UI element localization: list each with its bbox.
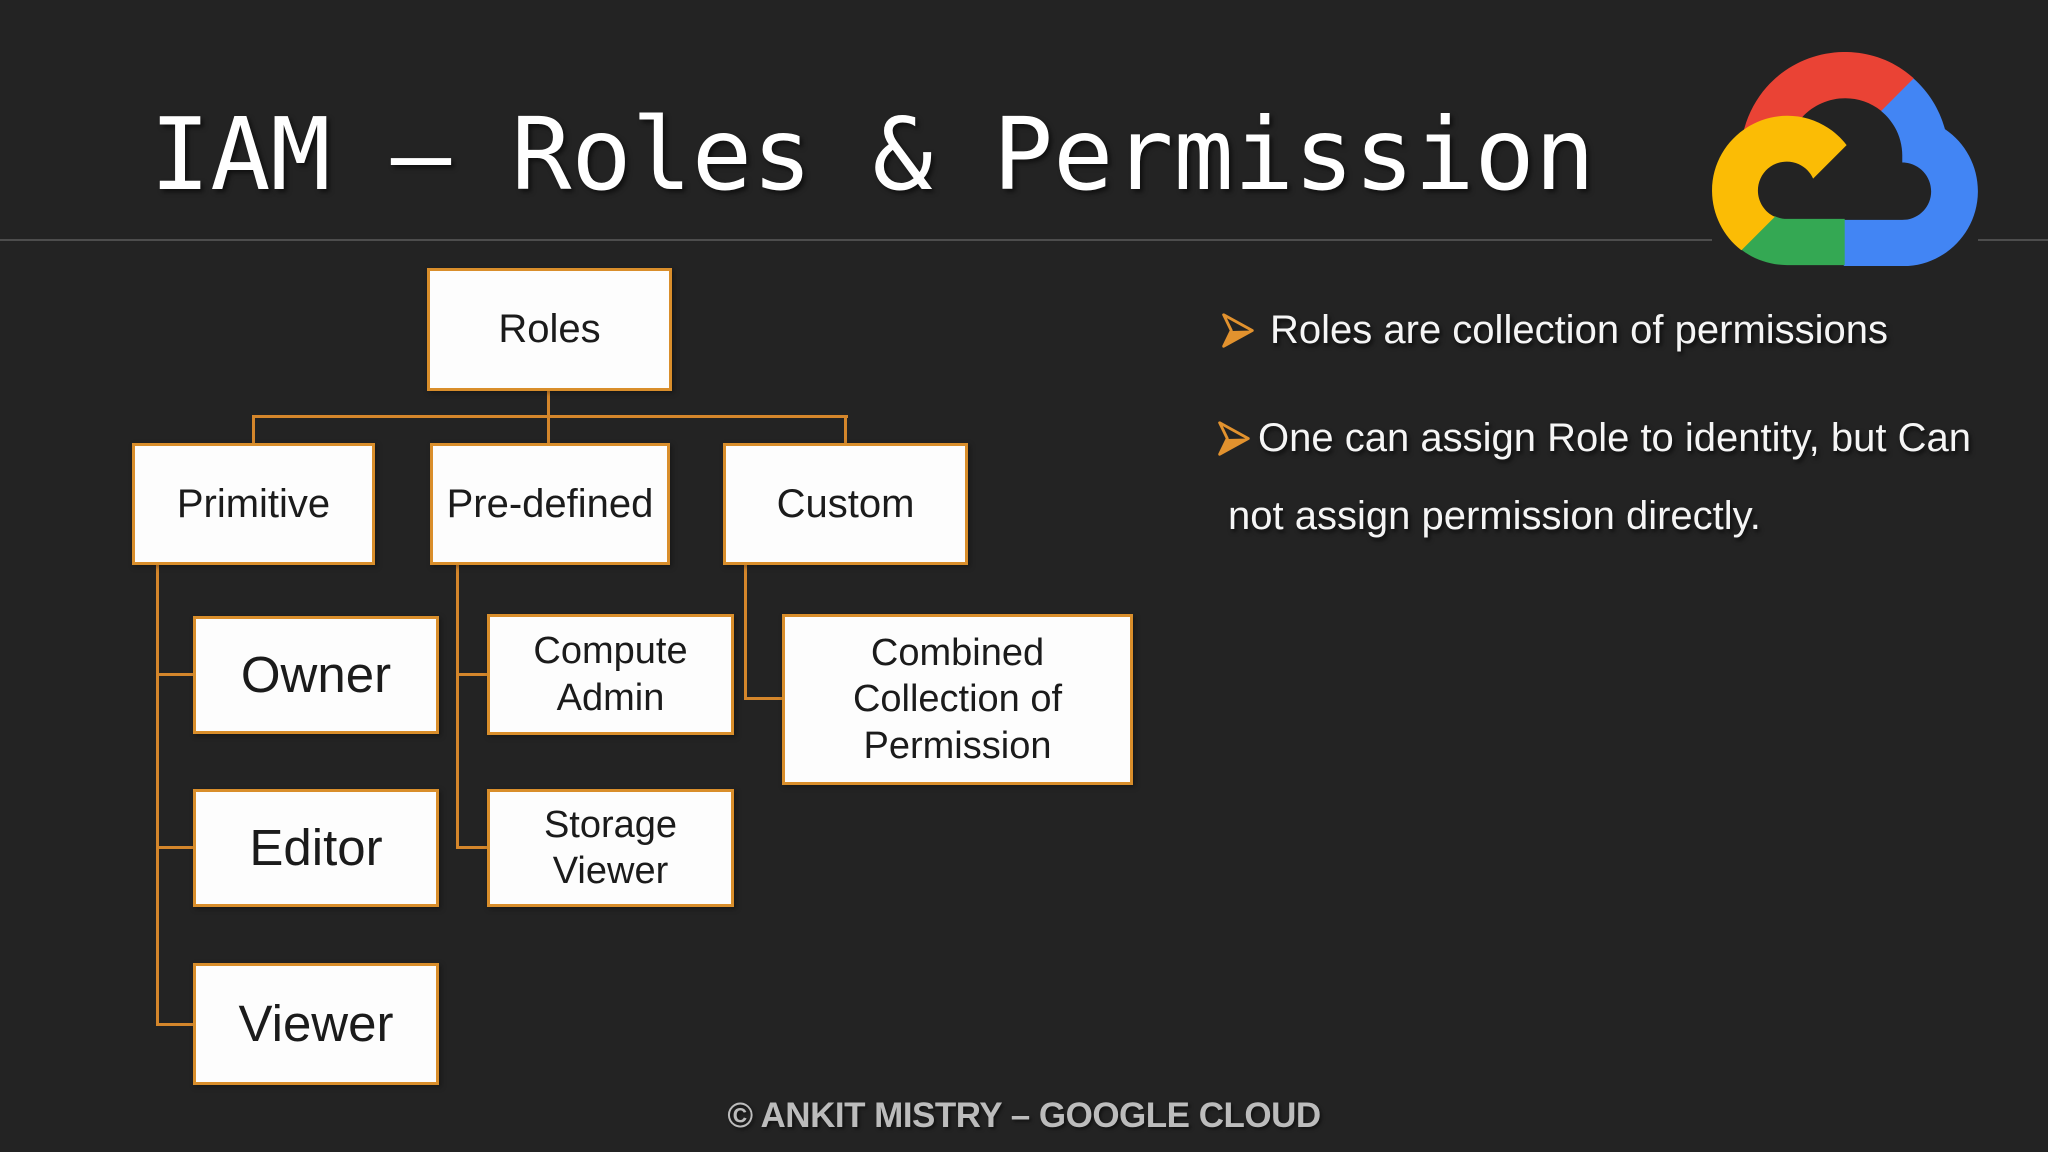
connector-roles-drop bbox=[547, 389, 550, 417]
node-label: Pre-defined bbox=[446, 481, 654, 526]
arrow-bullet-icon bbox=[1218, 421, 1250, 456]
connector-drop-primitive bbox=[252, 415, 255, 443]
connector-trunk-primitive bbox=[156, 563, 159, 1026]
node-primitive: Primitive bbox=[132, 443, 375, 565]
node-combined-collection: Combined Collection of Permission bbox=[782, 614, 1133, 785]
node-roles: Roles bbox=[427, 268, 672, 391]
node-editor: Editor bbox=[193, 789, 439, 907]
node-label: Custom bbox=[776, 481, 915, 526]
node-storage-viewer: Storage Viewer bbox=[487, 789, 734, 907]
node-label: Combined Collection of Permission bbox=[852, 631, 1063, 767]
node-label: Compute Admin bbox=[533, 630, 688, 719]
google-cloud-logo bbox=[1712, 51, 1978, 268]
bullet-item-2-text-line-1: One can assign Role to identity, but Can bbox=[1258, 416, 1972, 460]
connector-bus bbox=[252, 415, 848, 418]
connector-drop-predefined bbox=[547, 415, 550, 443]
connector-stub-combined bbox=[744, 697, 782, 700]
connector-stub-viewer bbox=[156, 1023, 193, 1026]
connector-stub-editor bbox=[156, 846, 193, 849]
divider-line bbox=[0, 239, 2048, 241]
bullet-item-1-text: Roles are collection of permissions bbox=[1270, 308, 1889, 352]
footer-credit: © ANKIT MISTRY – GOOGLE CLOUD bbox=[727, 1096, 1321, 1135]
node-label: Owner bbox=[240, 645, 392, 703]
node-label: Roles bbox=[498, 307, 601, 352]
arrow-bullet-icon bbox=[1222, 313, 1254, 348]
page-title: IAM – Roles & Permission bbox=[150, 96, 1595, 213]
node-owner: Owner bbox=[193, 616, 439, 734]
node-label: Storage Viewer bbox=[543, 803, 678, 892]
connector-stub-owner bbox=[156, 673, 193, 676]
connector-drop-custom bbox=[844, 415, 847, 443]
connector-trunk-predefined bbox=[456, 563, 459, 849]
node-viewer: Viewer bbox=[193, 963, 439, 1085]
node-label: Primitive bbox=[176, 481, 331, 526]
node-custom: Custom bbox=[723, 443, 968, 565]
bullet-item-2-text-line-2: not assign permission directly. bbox=[1228, 494, 1761, 538]
node-label: Viewer bbox=[238, 994, 394, 1052]
connector-trunk-custom bbox=[744, 563, 747, 700]
connector-stub-compute-admin bbox=[456, 673, 487, 676]
node-predefined: Pre-defined bbox=[430, 443, 670, 565]
node-compute-admin: Compute Admin bbox=[487, 614, 734, 735]
connector-stub-storage-viewer bbox=[456, 846, 487, 849]
node-label: Editor bbox=[249, 818, 383, 876]
